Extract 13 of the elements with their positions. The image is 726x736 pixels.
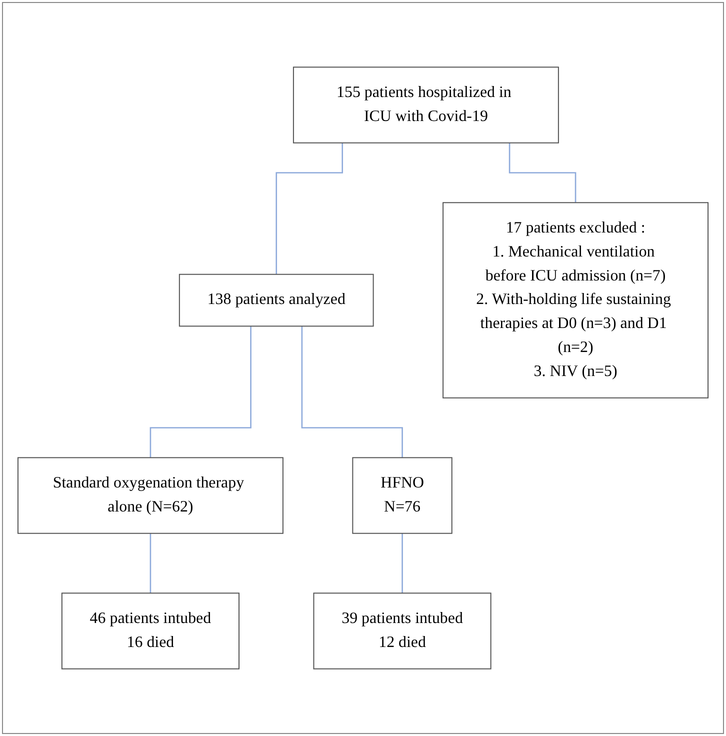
node-box: 46 patients intubed 16 died xyxy=(61,592,240,670)
node-box: Standard oxygenation therapy alone (N=62) xyxy=(17,457,284,534)
connector xyxy=(276,142,344,275)
connector xyxy=(301,326,403,458)
connector xyxy=(150,533,152,594)
node-box: 155 patients hospitalized in ICU with Covid-19 xyxy=(292,66,559,144)
connector xyxy=(508,142,576,204)
connector xyxy=(402,533,403,594)
node-box: 39 patients intubed 12 died xyxy=(313,592,492,670)
node-box: HFNO N=76 xyxy=(352,457,452,534)
node-box: 17 patients excluded : 1. Mechanical ventilation before ICU admission (n=7) 2. With-holding life sustaining therapies at D0 (n=3) and D1 (n=2) 3. NIV (n=5) xyxy=(442,202,709,398)
connector xyxy=(150,326,252,458)
node-box: 138 patients analyzed xyxy=(178,274,374,327)
